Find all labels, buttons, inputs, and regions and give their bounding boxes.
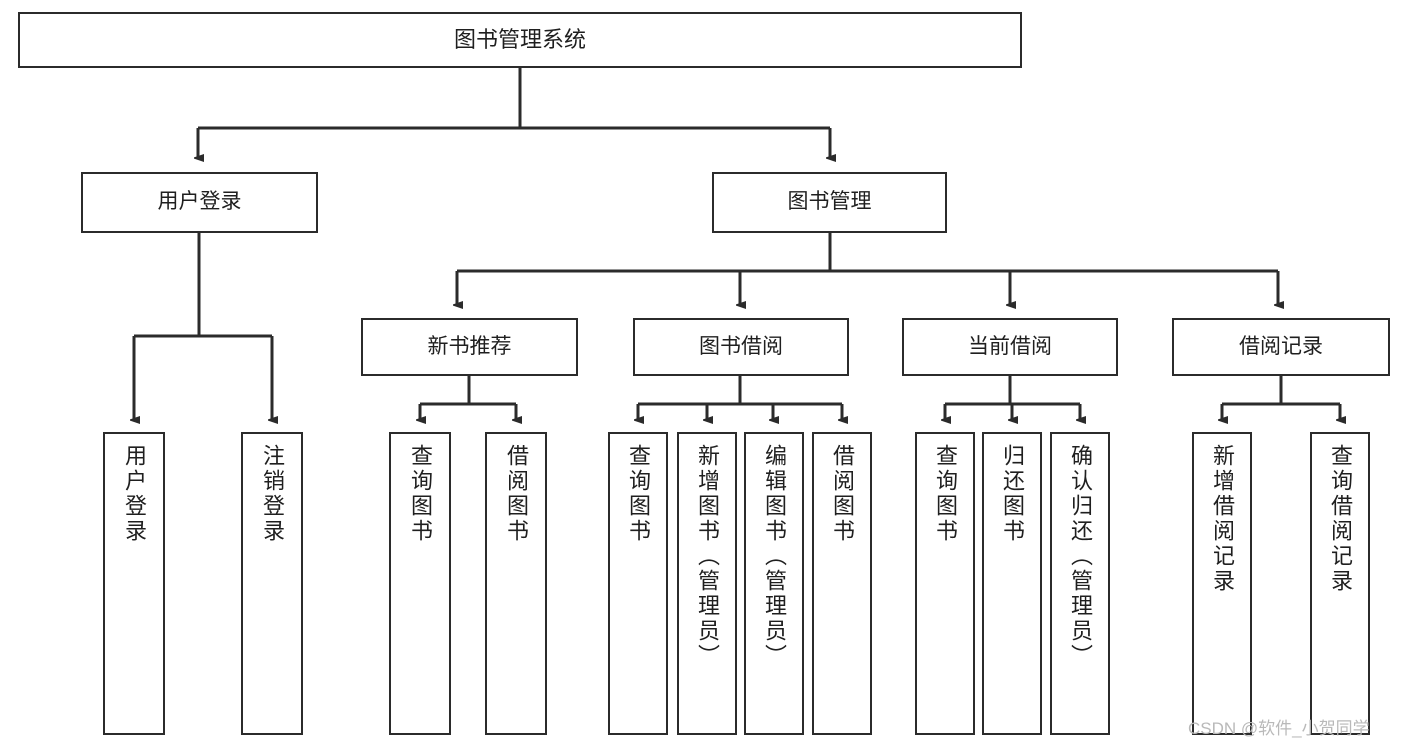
leaf-logout-login[interactable]: 注销登录	[241, 432, 303, 735]
node-user-login[interactable]: 用户登录	[81, 172, 318, 233]
node-label: 确认归还（管理员）	[1068, 444, 1093, 669]
leaf-edit-book-admin[interactable]: 编辑图书（管理员）	[744, 432, 804, 735]
node-label: 借阅图书	[504, 444, 529, 544]
node-book-borrow[interactable]: 图书借阅	[633, 318, 849, 376]
leaf-return-book[interactable]: 归还图书	[982, 432, 1042, 735]
leaf-current-query-book[interactable]: 查询图书	[915, 432, 975, 735]
watermark: CSDN @软件_小贺同学	[1188, 719, 1370, 738]
node-label: 查询借阅记录	[1328, 444, 1353, 594]
node-label: 归还图书	[1000, 444, 1025, 544]
node-borrow-record[interactable]: 借阅记录	[1172, 318, 1390, 376]
node-label: 借阅图书	[830, 444, 855, 544]
node-label: 用户登录	[122, 444, 147, 544]
node-label: 查询图书	[933, 444, 958, 544]
leaf-add-book-admin[interactable]: 新增图书（管理员）	[677, 432, 737, 735]
node-label: 当前借阅	[968, 334, 1052, 358]
leaf-new-book-borrow[interactable]: 借阅图书	[485, 432, 547, 735]
leaf-query-borrow-record[interactable]: 查询借阅记录	[1310, 432, 1370, 735]
node-label: 借阅记录	[1239, 334, 1323, 358]
node-label: 图书管理系统	[453, 27, 586, 53]
node-label: 查询图书	[626, 444, 651, 544]
node-label: 新增借阅记录	[1210, 444, 1235, 594]
node-label: 注销登录	[260, 444, 285, 544]
node-book-management[interactable]: 图书管理	[712, 172, 947, 233]
node-new-book-recommend[interactable]: 新书推荐	[361, 318, 578, 376]
node-label: 查询图书	[408, 444, 433, 544]
node-label: 编辑图书（管理员）	[762, 444, 787, 669]
leaf-borrow-book[interactable]: 借阅图书	[812, 432, 872, 735]
leaf-borrow-query-book[interactable]: 查询图书	[608, 432, 668, 735]
leaf-confirm-return-admin[interactable]: 确认归还（管理员）	[1050, 432, 1110, 735]
leaf-user-login[interactable]: 用户登录	[103, 432, 165, 735]
node-label: 新书推荐	[427, 334, 512, 358]
node-current-borrow[interactable]: 当前借阅	[902, 318, 1118, 376]
node-label: 图书借阅	[699, 334, 783, 358]
node-label: 图书管理	[787, 190, 872, 214]
leaf-new-book-query[interactable]: 查询图书	[389, 432, 451, 735]
node-label: 新增图书（管理员）	[695, 444, 720, 669]
leaf-add-borrow-record[interactable]: 新增借阅记录	[1192, 432, 1252, 735]
node-root-system[interactable]: 图书管理系统	[18, 12, 1022, 68]
node-label: 用户登录	[157, 190, 242, 214]
